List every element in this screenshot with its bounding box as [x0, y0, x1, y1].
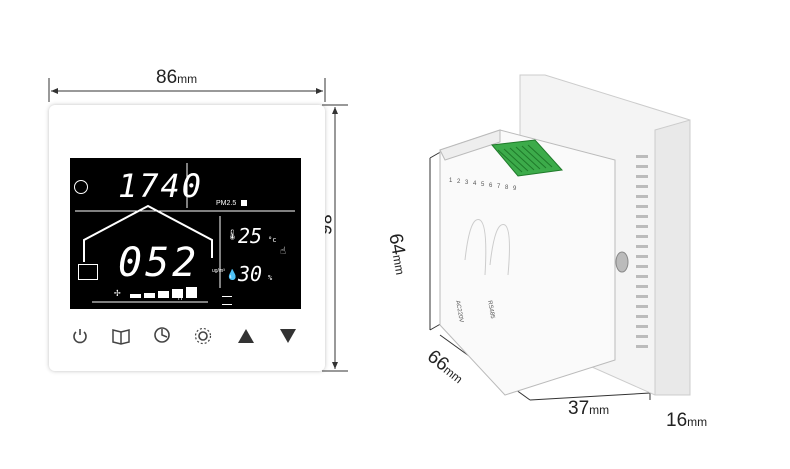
depth-body-value: 37 [568, 398, 590, 419]
pm-unit: ug/m³ [212, 268, 225, 274]
lcd-outline [75, 163, 295, 303]
terminal-label: 4 [473, 181, 477, 187]
timer-button[interactable] [151, 324, 173, 346]
time-readout: 1740 [118, 167, 204, 205]
fan-level-bar [144, 293, 155, 298]
power-icon [73, 329, 87, 344]
filter-icon [222, 296, 232, 305]
temperature-value: 25 [238, 224, 263, 248]
pm-indicator [241, 200, 247, 206]
gear-icon [194, 327, 212, 345]
terminal-label: 6 [489, 183, 493, 189]
terminal-label: 2 [457, 179, 461, 185]
front-width-value: 86 [156, 67, 178, 88]
depth-body-unit: mm [589, 403, 610, 417]
book-icon [112, 329, 130, 345]
terminal-label: 9 [513, 186, 517, 192]
depth-plate-value: 16 [666, 410, 688, 431]
humidity-icon: 💧 [226, 270, 239, 281]
terminal-label: 8 [505, 185, 509, 191]
terminal-labels: 1 2 3 4 5 6 7 8 9 [449, 178, 529, 192]
fan-level-label: H [178, 296, 183, 302]
pm-label: PM2.5 [216, 200, 237, 207]
front-width-unit: mm [177, 72, 198, 86]
clock-pie-icon [154, 327, 170, 343]
front-width-label: 86mm [156, 67, 197, 89]
terminal-label: 5 [481, 182, 485, 188]
depth-body-label: 37mm [568, 398, 609, 420]
fan-icon: ✢ [114, 286, 121, 299]
humidity-value: 30 [238, 262, 263, 286]
pm-value: 052 [118, 240, 200, 286]
thermometer-icon: 🌡 [226, 230, 239, 241]
lcd-screen: 1740 PM2.5 052 ug/m³ 🌡 25 °c ☝ 💧 30 % ✢ … [70, 158, 301, 309]
depth-plate-label: 16mm [666, 410, 707, 432]
terminal-label: 1 [449, 178, 453, 184]
power-button[interactable] [69, 325, 91, 347]
clock-icon [74, 180, 88, 194]
fan-level-bar [130, 294, 141, 298]
up-button[interactable] [235, 325, 257, 347]
fan-level-bar [158, 291, 169, 298]
fan-level-bar [172, 289, 183, 298]
fan-level-bar [186, 287, 197, 298]
humidity-unit: % [268, 274, 273, 282]
depth-plate-unit: mm [687, 415, 708, 429]
terminal-label: 7 [497, 184, 501, 190]
down-button[interactable] [277, 325, 299, 347]
mode-button[interactable] [110, 325, 132, 347]
hand-icon: ☝ [280, 246, 287, 257]
triangle-down-icon [280, 329, 296, 343]
side-height-value: 64 [384, 232, 409, 257]
temperature-unit: °c [268, 236, 277, 244]
fan-unit-icon [78, 264, 98, 280]
side-height-unit: mm [389, 253, 408, 276]
settings-button[interactable] [192, 325, 214, 347]
fan-level-bars [130, 286, 200, 298]
terminal-label: 3 [465, 180, 469, 186]
triangle-up-icon [238, 329, 254, 343]
